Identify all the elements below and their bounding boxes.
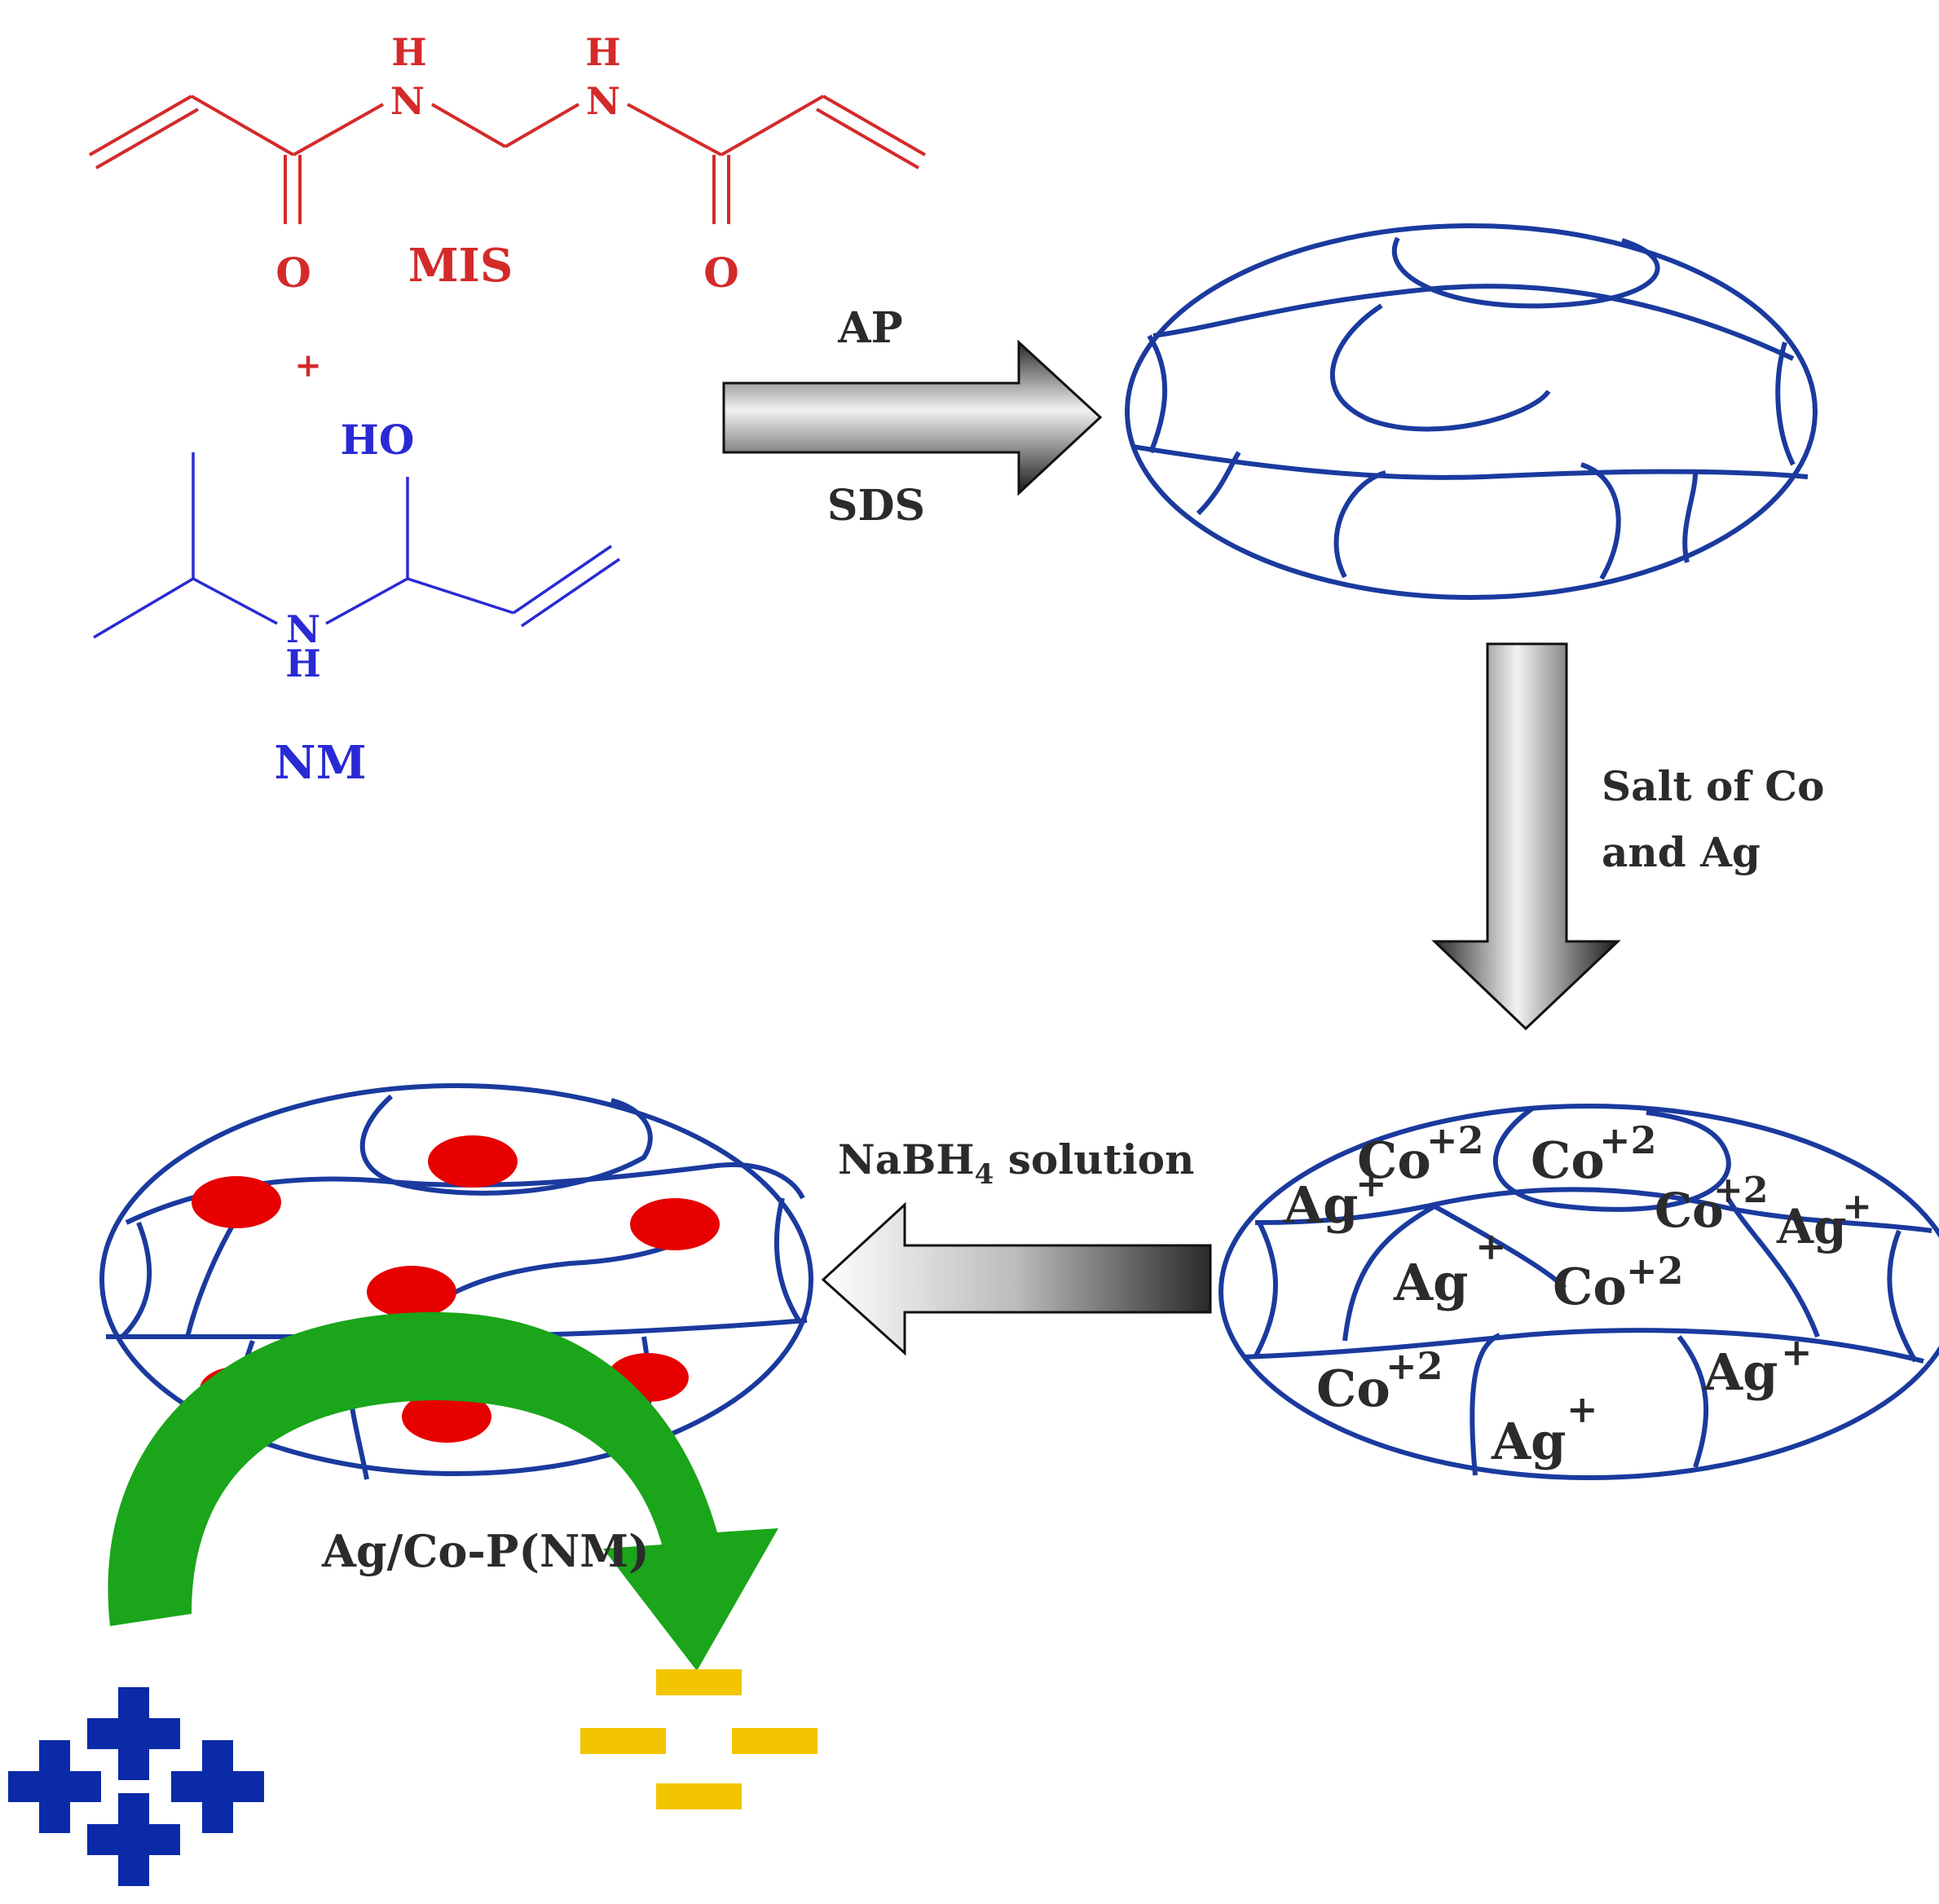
- ag-ion-charge: +: [1567, 1387, 1598, 1431]
- mis-label: MIS: [408, 239, 513, 293]
- metal-ions: Co +2 Co +2 Ag + Co +2 Ag + Ag + Co +2 C…: [1283, 1118, 1872, 1471]
- mis-n-right: N: [586, 79, 620, 123]
- anion-minus-icon: [656, 1669, 742, 1695]
- ion-loaded-network-icon: [1218, 1104, 1939, 1480]
- mis-o-right: O: [703, 249, 739, 297]
- nm-n: N: [286, 607, 320, 651]
- co-ion-charge: +2: [1386, 1344, 1443, 1388]
- ag-ion-charge: +: [1842, 1186, 1872, 1227]
- co-ion: Co: [1316, 1359, 1390, 1418]
- mis-h-right: H: [585, 30, 620, 74]
- anion-minus-icon: [732, 1728, 817, 1754]
- anion-minus-icon: [580, 1728, 666, 1754]
- nm-ho: HO: [341, 416, 415, 464]
- ag-ion-charge: +: [1355, 1161, 1387, 1205]
- product-label: Ag/Co-P(NM): [321, 1525, 650, 1577]
- mis-n-left: N: [390, 79, 425, 123]
- monomer-nm-structure: [93, 452, 620, 639]
- ag-ion-charge: +: [1475, 1224, 1507, 1268]
- ag-ion: Ag: [1283, 1175, 1358, 1235]
- cations: [8, 1687, 264, 1886]
- mis-h-left: H: [391, 30, 426, 74]
- arrow-step2-icon: [1431, 642, 1621, 1031]
- curved-arrow-icon: [108, 1311, 778, 1671]
- co-ion-charge: +2: [1626, 1249, 1684, 1293]
- step2-line1: Salt of Co: [1602, 762, 1824, 810]
- nanoparticle-icon: [192, 1176, 281, 1228]
- co-ion-charge: +2: [1599, 1118, 1657, 1162]
- arrow-step1-icon: [722, 339, 1103, 496]
- anion-minus-icon: [656, 1783, 742, 1809]
- co-ion-charge: +2: [1426, 1118, 1484, 1162]
- plus-sign: +: [294, 346, 322, 385]
- cation-plus-icon: [8, 1740, 101, 1833]
- co-ion: Co: [1531, 1130, 1605, 1190]
- crosslinker-atom-labels: H N H N O O MIS: [275, 30, 739, 297]
- co-ion: Co: [1357, 1130, 1431, 1190]
- ag-ion: Ag: [1776, 1199, 1847, 1254]
- arrow-step3-icon: [821, 1201, 1212, 1356]
- crosslinker-mis-structure: [89, 95, 926, 224]
- nm-h: H: [285, 641, 320, 685]
- ag-ion: Ag: [1703, 1342, 1778, 1402]
- nanoparticle-icon: [402, 1391, 491, 1443]
- step1-ap-label: AP: [837, 303, 902, 353]
- ag-ion: Ag: [1393, 1253, 1468, 1312]
- monomer-atom-labels: HO N H NM: [274, 416, 414, 790]
- anions: [580, 1669, 817, 1809]
- cation-plus-icon: [87, 1793, 180, 1886]
- nm-label: NM: [274, 736, 366, 790]
- co-ion: Co: [1655, 1183, 1724, 1238]
- step3-label: NaBH4 solution: [838, 1135, 1194, 1191]
- cation-plus-icon: [171, 1740, 264, 1833]
- mis-o-left: O: [275, 249, 311, 297]
- nanoparticle-icon: [630, 1198, 720, 1250]
- nanoparticle-icon: [367, 1266, 456, 1318]
- polymer-network-icon: [1125, 223, 1818, 600]
- nanoparticle-icon: [428, 1135, 518, 1188]
- cation-plus-icon: [87, 1687, 180, 1780]
- step2-line2: and Ag: [1602, 828, 1761, 876]
- ag-ion-charge: +: [1781, 1330, 1813, 1374]
- ag-ion: Ag: [1491, 1412, 1566, 1471]
- co-ion: Co: [1553, 1257, 1627, 1316]
- step1-sds-label: SDS: [827, 481, 925, 531]
- co-ion-charge: +2: [1713, 1170, 1768, 1211]
